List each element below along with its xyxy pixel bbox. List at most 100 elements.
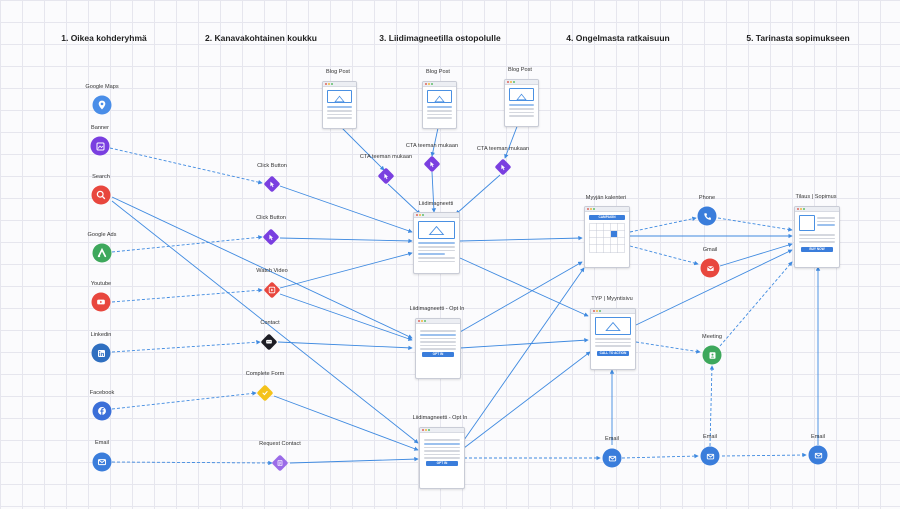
optin-page-2[interactable]: OPT IN xyxy=(419,427,465,489)
edge-click1-lead xyxy=(279,185,413,233)
column-header-2: 2. Kanavakohtainen koukku xyxy=(205,33,317,43)
edge-phone-order xyxy=(717,217,793,232)
edge-email2-email3 xyxy=(721,452,807,458)
edge-email-request xyxy=(111,460,273,466)
source-label-youtube: Youtube xyxy=(90,281,112,287)
lead-magnet-page[interactable] xyxy=(413,212,460,274)
buy-now-button[interactable]: BUY NOW xyxy=(801,246,833,252)
check-icon[interactable] xyxy=(256,384,274,402)
video-icon[interactable] xyxy=(263,281,281,299)
blog-post-page-2[interactable] xyxy=(422,81,457,129)
hook-label-complete-form: Complete Form xyxy=(245,371,285,377)
email-icon[interactable] xyxy=(700,446,720,466)
edge-lead-calendar xyxy=(459,235,583,242)
edge-optin2-calendar xyxy=(463,267,585,441)
email-node-label-2: Email xyxy=(703,434,717,440)
google-ads-icon[interactable] xyxy=(92,243,112,263)
email-icon[interactable] xyxy=(808,445,828,465)
blog-post-label-3: Blog Post xyxy=(508,67,532,73)
column-header-4: 4. Ongelmasta ratkaisuun xyxy=(566,33,670,43)
edge-email2-meeting xyxy=(709,365,715,447)
edge-ads-click xyxy=(111,235,263,253)
facebook-icon[interactable] xyxy=(92,401,112,421)
optin-page-1[interactable]: OPT IN xyxy=(415,318,461,379)
edge-search-optin1 xyxy=(111,196,413,339)
pointer-icon[interactable] xyxy=(262,228,280,246)
edge-youtube-video xyxy=(111,288,263,303)
edge-calendar-gmail xyxy=(629,245,699,266)
calendar-label: Myyjän kalenteri xyxy=(585,195,627,201)
edge-cta2-lead xyxy=(431,171,437,213)
phone-label: Phone xyxy=(698,195,716,201)
linkedin-icon[interactable] xyxy=(91,343,111,363)
edge-meeting-order xyxy=(719,261,793,347)
cta-label-2: CTA teeman mukaan xyxy=(405,143,459,149)
source-label-google-ads: Google Ads xyxy=(87,232,117,238)
edge-gmail-order xyxy=(719,242,793,267)
pointer-icon[interactable] xyxy=(494,158,512,176)
hook-label-click-button-2: Click Button xyxy=(256,215,286,221)
source-label-facebook: Facebook xyxy=(89,390,115,396)
order-label: Tilaus | Sopimus xyxy=(795,194,837,200)
youtube-icon[interactable] xyxy=(91,292,111,312)
calendar-grid-icon xyxy=(589,223,625,253)
optin-button-1[interactable]: OPT IN xyxy=(422,351,454,357)
column-header-3: 3. Liidimagneetilla ostopolulle xyxy=(379,33,501,43)
blog-post-label-1: Blog Post xyxy=(326,69,350,75)
source-label-linkedin: Linkedin xyxy=(90,332,112,338)
column-header-1: 1. Oikea kohderyhmä xyxy=(61,33,147,43)
edge-blog1-cta1 xyxy=(341,127,385,171)
meeting-label: Meeting xyxy=(702,334,722,340)
order-page[interactable]: BUY NOW xyxy=(794,206,840,268)
email-icon[interactable] xyxy=(92,452,112,472)
edge-typ-meeting xyxy=(635,341,701,354)
blog-post-page-3[interactable] xyxy=(504,79,539,127)
typ-cta-button[interactable]: CALL TO ACTION xyxy=(597,350,629,356)
source-label-google-maps: Google Maps xyxy=(85,84,119,90)
edge-click2-lead xyxy=(279,237,413,244)
lead-magnet-label: Liidimagneetti xyxy=(418,201,454,207)
pointer-icon[interactable] xyxy=(263,175,281,193)
search-icon[interactable] xyxy=(91,185,111,205)
edge-lead-typ xyxy=(459,257,589,317)
edge-calendar-phone xyxy=(629,216,697,233)
gmail-icon[interactable] xyxy=(700,258,720,278)
optin-page-label-1: Liidimagneetti - Opt In xyxy=(409,306,465,312)
meeting-icon[interactable] xyxy=(702,345,722,365)
optin-button-2[interactable]: OPT IN xyxy=(426,460,458,466)
typ-label: TYP | Myyntisivu xyxy=(591,296,633,302)
optin-page-label-2: Liidimagneetti - Opt In xyxy=(412,415,468,421)
pointer-icon[interactable] xyxy=(423,155,441,173)
hook-label-click-button-1: Click Button xyxy=(257,163,287,169)
edge-optin2-typ xyxy=(463,351,591,449)
edge-search-optin2 xyxy=(111,200,419,444)
phone-icon[interactable] xyxy=(697,206,717,226)
gmail-label: Gmail xyxy=(702,247,718,253)
chat-icon[interactable] xyxy=(260,333,278,351)
blog-post-page-1[interactable] xyxy=(322,81,357,129)
map-pin-icon[interactable] xyxy=(92,95,112,115)
edge-blog3-cta3 xyxy=(504,123,519,159)
banner-icon[interactable] xyxy=(90,136,110,156)
email-icon[interactable] xyxy=(602,448,622,468)
edge-request-optin2 xyxy=(289,456,419,464)
edge-video-lead xyxy=(279,251,413,289)
pointer-icon[interactable] xyxy=(377,167,395,185)
source-label-search: Search xyxy=(92,174,110,180)
calendar-campaign-header: CAMPAIGN xyxy=(589,215,625,220)
edge-facebook-form xyxy=(111,391,257,410)
calendar-page[interactable]: CAMPAIGN xyxy=(584,206,630,268)
typ-page[interactable]: CALL TO ACTION xyxy=(590,308,636,370)
email-node-label-3: Email xyxy=(811,434,825,440)
edge-form-optin2 xyxy=(273,395,419,451)
hook-label-request-contact: Request Contact xyxy=(259,441,301,447)
edge-optin1-typ xyxy=(459,337,589,349)
hook-label-watch-video: Watch Video xyxy=(256,268,288,274)
hook-label-contact: Contact xyxy=(260,320,280,326)
edge-contact-optin1 xyxy=(277,341,413,351)
edge-cta1-lead xyxy=(387,183,421,215)
form-icon[interactable] xyxy=(271,454,289,472)
blog-post-label-2: Blog Post xyxy=(426,69,450,75)
source-label-banner: Banner xyxy=(90,125,110,131)
